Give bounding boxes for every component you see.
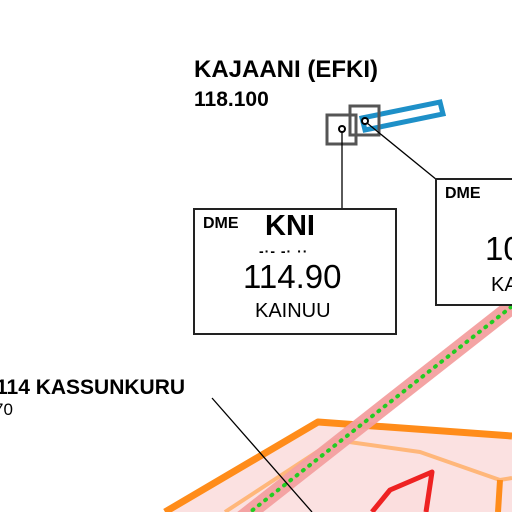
navaid-symbols — [325, 104, 381, 146]
dme-symbol-airport-center — [361, 117, 369, 125]
restricted-area — [370, 469, 435, 512]
airport-name: KAJAANI (EFKI) — [194, 56, 378, 83]
navaid-name-right: KA — [491, 274, 512, 296]
navaid-morse: -·- -· ·· — [259, 243, 309, 259]
runway-outline — [358, 99, 447, 133]
airport-frequency: 118.100 — [194, 88, 269, 111]
runway-symbol — [358, 99, 447, 133]
leader-lines — [211, 122, 438, 512]
dme-symbol-airport — [348, 104, 381, 137]
navaid-box-kni: DME KNI -·- -· ·· 114.90 KAINUU — [193, 208, 397, 335]
route-centerline — [246, 303, 512, 512]
navaid-name: KAINUU — [255, 300, 331, 322]
navaid-frequency: 114.90 — [243, 258, 342, 295]
navaid-box-right: DME 10 KA — [435, 178, 512, 306]
restricted-area-boundary — [370, 469, 435, 512]
dme-symbol-kni-center — [338, 125, 346, 133]
navaid-frequency-right: 10 — [485, 230, 512, 267]
navaid-type-label: DME — [203, 215, 239, 232]
airspace-boundary-right — [495, 479, 503, 512]
airspace-boundary-outer — [163, 418, 512, 512]
waypoint-sublabel: 70 — [0, 400, 13, 419]
leader-line-waypoint — [211, 397, 313, 512]
waypoint-label: 114 KASSUNKURU — [0, 376, 186, 399]
leader-line-dme-right — [366, 122, 438, 181]
navaid-type-label-right: DME — [445, 185, 481, 202]
navaid-ident: KNI — [265, 210, 315, 242]
